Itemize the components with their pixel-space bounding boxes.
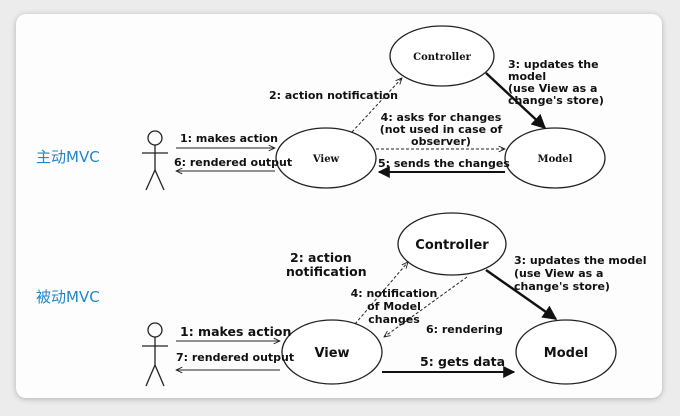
edge-action-notification-active — [351, 78, 402, 133]
svg-text:notification: notification — [286, 264, 367, 279]
edge-notification-changes-passive — [384, 276, 468, 337]
controller-node-active — [389, 25, 495, 87]
controller-label-active: Controller — [413, 52, 471, 63]
label-gets-data-passive: 5: gets data — [420, 354, 505, 369]
view-label-active: View — [312, 154, 340, 165]
svg-text:3: updates the: 3: updates the — [508, 58, 599, 71]
actor-figure-passive — [142, 322, 168, 387]
controller-node-passive — [397, 212, 507, 276]
svg-text:changes: changes — [368, 313, 420, 326]
label-action-notification-passive: 2: action notification — [286, 250, 367, 279]
model-node-active — [504, 127, 606, 189]
svg-text:model: model — [508, 70, 546, 83]
label-sends-changes-active: 5: sends the changes — [378, 157, 510, 170]
edge-updates-model-active — [485, 72, 547, 129]
active-mvc-label: 主动MVC — [36, 148, 100, 166]
svg-text:2: action: 2: action — [290, 250, 352, 265]
svg-text:change's store): change's store) — [508, 94, 604, 107]
label-rendered-output-active: 6: rendered output — [174, 156, 292, 169]
label-rendered-output-passive: 7: rendered output — [176, 351, 294, 364]
model-label-active: Model — [538, 154, 573, 165]
label-makes-action-active: 1: makes action — [180, 132, 278, 145]
edge-updates-model-passive — [485, 269, 558, 320]
label-updates-model-passive: 3: updates the model (use View as a chan… — [514, 254, 646, 293]
view-node-active — [275, 127, 377, 189]
svg-text:(use View as a: (use View as a — [514, 267, 603, 280]
controller-label-passive: Controller — [415, 238, 489, 253]
svg-text:of Model: of Model — [367, 300, 421, 313]
label-notification-changes-passive: 4: notification of Model changes — [351, 287, 438, 326]
svg-text:3: updates the model: 3: updates the model — [514, 254, 646, 267]
svg-text:4: notification: 4: notification — [351, 287, 438, 300]
label-rendering-passive: 6: rendering — [426, 323, 503, 336]
label-asks-changes-active: 4: asks for changes (not used in case of… — [380, 111, 503, 148]
label-action-notification-active: 2: action notification — [269, 89, 398, 102]
svg-text:observer): observer) — [411, 135, 471, 148]
actor-figure-active — [142, 130, 168, 191]
svg-text:4: asks for changes: 4: asks for changes — [381, 111, 502, 124]
model-label-passive: Model — [544, 346, 588, 361]
label-updates-model-active: 3: updates the model (use View as a chan… — [508, 58, 604, 107]
svg-text:(not used in case of: (not used in case of — [380, 123, 503, 136]
label-makes-action-passive: 1: makes action — [180, 324, 291, 339]
svg-text:change's store): change's store) — [514, 280, 610, 293]
model-node-passive — [515, 319, 617, 385]
passive-mvc-label: 被动MVC — [36, 288, 100, 306]
view-node-passive — [281, 319, 383, 385]
edge-action-notification-passive — [354, 262, 408, 325]
svg-text:(use View as a: (use View as a — [508, 82, 597, 95]
view-label-passive: View — [314, 346, 349, 361]
